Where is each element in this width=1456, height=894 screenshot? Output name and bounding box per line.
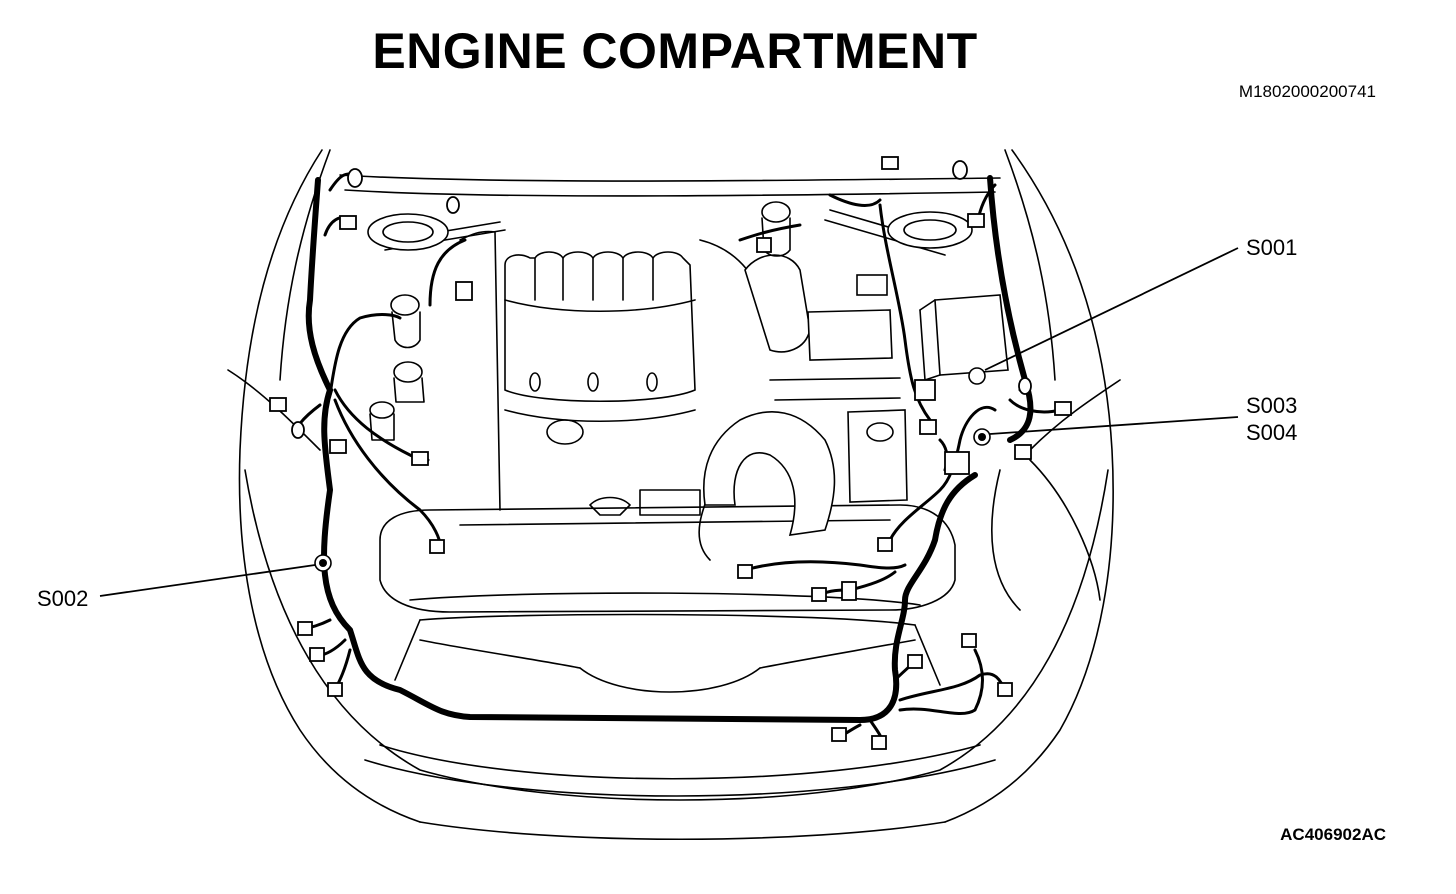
leader-line-s003-s004	[989, 416, 1239, 435]
leader-line-s001	[984, 247, 1239, 371]
engine-manifold	[504, 251, 696, 445]
leader-lines	[99, 247, 1239, 597]
page-title: ENGINE COMPARTMENT	[372, 23, 978, 79]
air-intake-hose	[702, 254, 836, 536]
car-body-outline	[238, 149, 1114, 841]
figure-id: AC406902AC	[1280, 825, 1386, 844]
leader-line-s002	[99, 564, 316, 597]
splice-point-s001	[968, 367, 986, 385]
callout-label-s002: S002	[37, 586, 89, 611]
connectors	[269, 156, 1072, 750]
document-id: M1802000200741	[1238, 82, 1376, 101]
splice-dot-s003-s004	[978, 433, 986, 441]
wiring-harness-main	[305, 175, 1034, 723]
callout-label-s001: S001	[1246, 235, 1298, 260]
callout-label-s003: S003	[1246, 393, 1298, 418]
callout-label-s004: S004	[1246, 420, 1298, 445]
splice-points	[314, 367, 991, 572]
strut-towers	[367, 211, 973, 251]
splice-dot-s002	[319, 559, 327, 567]
front-grille	[394, 592, 941, 693]
